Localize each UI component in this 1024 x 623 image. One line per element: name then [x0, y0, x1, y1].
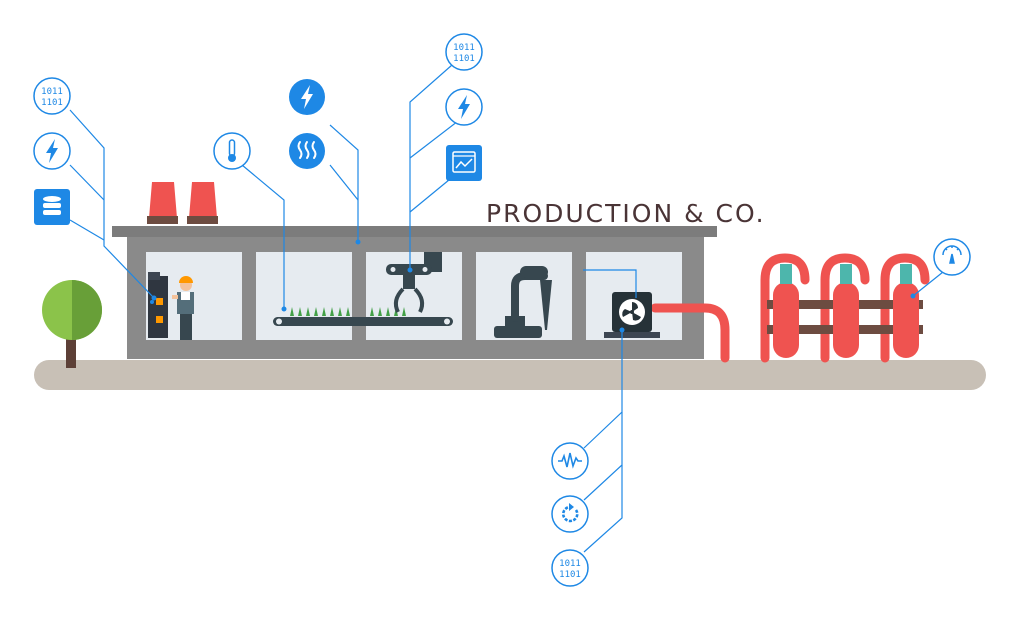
binary-data-icon: 1011 1101 [41, 87, 63, 108]
heat-badge[interactable] [289, 133, 325, 169]
power-badge-right[interactable] [445, 88, 483, 126]
conveyor-belt [273, 307, 453, 326]
lightning-bolt-icon [458, 95, 470, 119]
svg-text:1011: 1011 [559, 559, 581, 569]
gas-tanks [767, 264, 923, 358]
window-conveyor [256, 252, 352, 340]
ground [34, 360, 986, 390]
lightning-bolt-icon [301, 85, 313, 109]
svg-text:1101: 1101 [559, 570, 581, 580]
worker [172, 276, 194, 340]
pipes [650, 253, 930, 363]
binary-data-icon: 1011 1101 [453, 43, 475, 64]
sensor-connector-lines [69, 64, 949, 553]
waveform-icon [558, 452, 582, 469]
tree [42, 280, 102, 368]
analytics-badge[interactable] [446, 145, 482, 181]
binary-data-badge-bottom[interactable]: 1011 1101 [551, 549, 589, 587]
pressure-badge[interactable] [933, 238, 971, 276]
chimneys [147, 182, 218, 224]
heat-waves-icon [297, 141, 317, 159]
svg-text:1011: 1011 [453, 43, 475, 53]
database-icon [43, 196, 61, 215]
lightning-bolt-icon [46, 139, 58, 163]
vibration-badge[interactable] [551, 442, 589, 480]
control-panel [148, 272, 168, 338]
binary-data-icon: 1011 1101 [559, 559, 581, 580]
line-chart-window-icon [452, 151, 476, 173]
database-badge[interactable] [34, 189, 70, 225]
robot-arm [494, 266, 552, 338]
temperature-badge[interactable] [213, 132, 251, 170]
binary-data-badge-top[interactable]: 1011 1101 [445, 33, 483, 71]
cycle-badge[interactable] [551, 495, 589, 533]
power-badge-center[interactable] [289, 79, 325, 115]
thermometer-icon [228, 139, 236, 162]
fan-unit [604, 292, 660, 338]
svg-text:1011: 1011 [41, 87, 63, 97]
power-badge-left[interactable] [33, 132, 71, 170]
pressure-gauge-icon [942, 245, 962, 264]
connector-nodes [151, 239, 916, 333]
svg-text:1101: 1101 [453, 54, 475, 64]
binary-data-badge-left[interactable]: 1011 1101 [33, 77, 71, 115]
svg-text:1101: 1101 [41, 98, 63, 108]
refresh-cycle-icon [561, 503, 579, 523]
brand-name: PRODUCTION & CO. [486, 199, 766, 228]
